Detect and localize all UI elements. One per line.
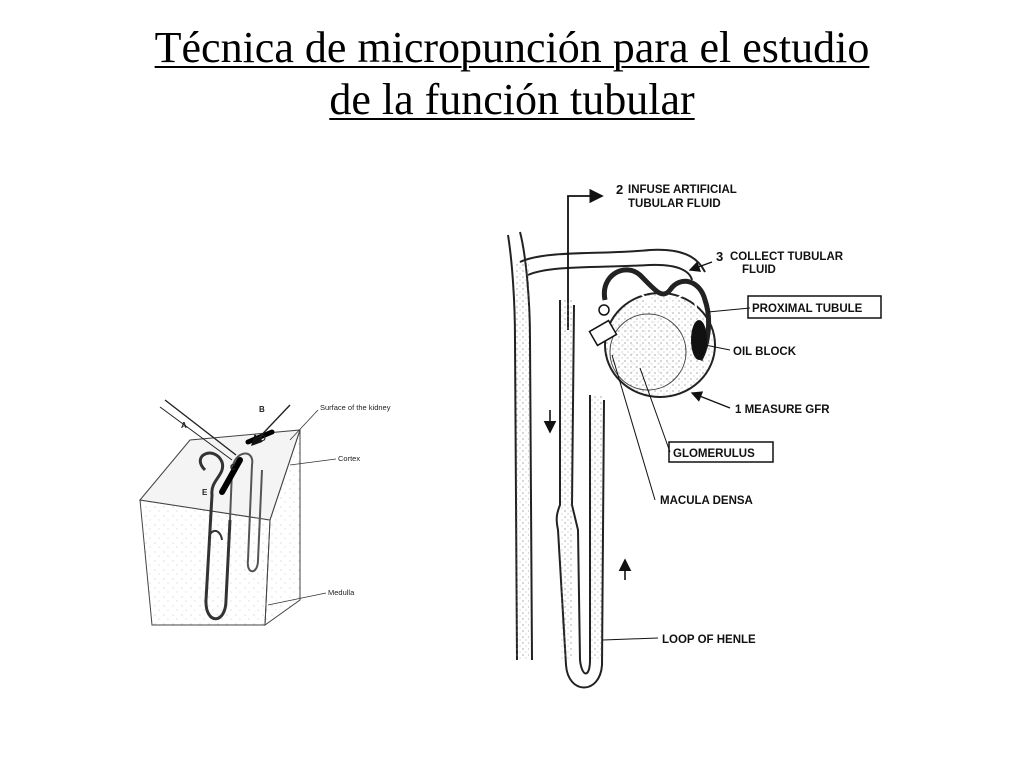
pointer-proximal (707, 307, 751, 313)
label-step2-number: 2 (616, 182, 623, 197)
label-glomerulus: GLOMERULUS (673, 448, 755, 460)
pointer-oil (704, 344, 731, 351)
collecting-vessel-stipple (516, 260, 529, 660)
pipette-a (164, 399, 237, 456)
pointer-macula (611, 354, 656, 501)
label-proximal-tubule: PROXIMAL TUBULE (752, 303, 863, 315)
label-e: E (202, 488, 208, 497)
micropipette-glomerulus (588, 319, 618, 347)
connecting-tubule (519, 248, 706, 273)
label-step2-line2: TUBULAR FLUID (628, 198, 721, 210)
collecting-vessel (507, 234, 518, 661)
title-line-1: Técnica de micropunción para el estudio (154, 23, 870, 72)
label-step1-measure-gfr: 1 MEASURE GFR (735, 404, 830, 416)
nephron-hook (208, 530, 223, 546)
slide-title: Técnica de micropunción para el estudio … (0, 22, 1024, 126)
label-loop-of-henle: LOOP OF HENLE (662, 634, 756, 646)
pointer-collect (688, 261, 713, 272)
oil-block (691, 320, 707, 360)
pipette-tip (598, 304, 610, 316)
pointer-gfr (690, 391, 731, 409)
infuse-pipette-line (567, 188, 604, 330)
glomerulus-box (668, 441, 774, 463)
loop-descending-inner (570, 304, 591, 675)
proximal-tubule-coil (601, 267, 712, 362)
loop-stipple-left (561, 300, 573, 660)
pointer-cortex (289, 458, 337, 466)
label-c: C (230, 463, 236, 472)
kidney-block-side (264, 429, 301, 627)
label-step3-number: 3 (716, 249, 723, 264)
pointer-medulla (267, 592, 327, 606)
micropuncture-nephron-diagram: 2 INFUSE ARTIFICIAL TUBULAR FLUID 3 COLL… (507, 182, 882, 689)
label-step2-line1: INFUSE ARTIFICIAL (628, 184, 737, 196)
nephron-loop-left (198, 451, 232, 621)
pipette-a-2 (159, 406, 233, 461)
loop-stipple-right (591, 395, 603, 660)
connecting-tubule-wall (527, 263, 693, 281)
label-medulla: Medulla (328, 588, 355, 597)
kidney-section-diagram: A B C D E Surface of the kidney Cortex M… (139, 399, 391, 627)
label-macula-densa: MACULA DENSA (660, 495, 753, 507)
label-step3-line1: COLLECT TUBULAR (730, 251, 844, 263)
loop-descending-limb (555, 300, 605, 689)
title-line-2: de la función tubular (329, 75, 695, 124)
nephron-loop-inner (229, 452, 263, 573)
nephron-dark-segment-c (219, 457, 243, 495)
pointer-glomerulus (639, 367, 671, 453)
label-step3-line2: FLUID (742, 264, 776, 276)
glomerulus-tuft (609, 313, 687, 391)
pipette-b (251, 404, 291, 447)
pointer-loop (602, 637, 659, 641)
proximal-tubule-coil-inner (616, 284, 698, 313)
label-a: A (181, 421, 187, 430)
pointer-surface (289, 409, 319, 441)
label-cortex: Cortex (338, 454, 360, 463)
label-b: B (259, 405, 265, 414)
label-oil-block: OIL BLOCK (733, 346, 797, 358)
label-surface-of-kidney: Surface of the kidney (320, 403, 391, 412)
label-d: D (260, 434, 266, 443)
proximal-tubule-box (747, 295, 882, 319)
